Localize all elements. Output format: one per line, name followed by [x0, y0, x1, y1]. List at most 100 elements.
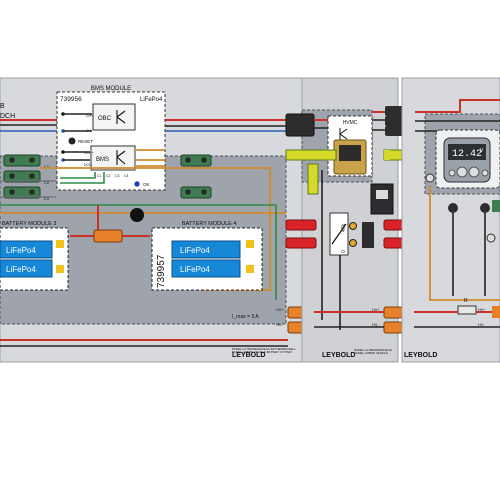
connector-socket	[9, 173, 15, 179]
red-connector[interactable]	[285, 237, 317, 249]
meter-display	[448, 144, 486, 160]
jack[interactable]	[486, 233, 496, 243]
partial-label-dch: DCH	[0, 113, 15, 120]
connector-label: C3	[44, 196, 50, 201]
pin-label: C2	[106, 174, 111, 178]
hvmc-transistor-icon	[339, 128, 348, 140]
pin-label: C4	[124, 174, 129, 178]
obc-transistor-icon	[116, 110, 126, 124]
middle-panel: HVMC 47k 0 HV+ HV- LEYBOLD	[285, 77, 423, 363]
hv-connector[interactable]	[492, 306, 500, 318]
meter-button[interactable]	[468, 166, 480, 178]
mid-wire-red	[314, 111, 385, 121]
cell-label: LiFePo4	[6, 246, 36, 255]
right-wire-orange	[429, 186, 500, 301]
meter-button[interactable]	[456, 166, 468, 178]
connector-label: C2	[44, 180, 50, 185]
hv-plus-label: HV+	[372, 308, 380, 312]
cell-label: LiFePo4	[6, 265, 36, 274]
cell-label: LiFePo4	[180, 246, 210, 255]
hv-minus-label: HV-	[372, 323, 379, 327]
ground-bar	[307, 163, 319, 195]
socket-yellow[interactable]	[349, 222, 357, 230]
red-connector[interactable]	[285, 219, 317, 231]
cell-connectors-right	[180, 154, 212, 199]
bms-module: BMS MODULE 739956 LiFePo4 OBC BMS RESET …	[56, 86, 166, 191]
cell	[0, 259, 53, 278]
bms-sense-wires	[136, 149, 165, 167]
ground-bar-stub	[384, 150, 390, 160]
sense-wire-green	[0, 204, 277, 300]
green-connector[interactable]	[492, 200, 500, 212]
pin-label: DCH+	[84, 151, 94, 155]
bms-chemistry: LiFePo4	[140, 97, 163, 103]
resistor-label: R	[464, 298, 468, 304]
bms-transistor-icon	[116, 150, 126, 165]
partial-label-b: B	[0, 103, 5, 110]
hvmc-module: HVMC	[327, 115, 373, 177]
battery-module-4-title: BATTERY MODULE 4	[182, 221, 236, 227]
cell-label: LiFePo4	[180, 265, 210, 274]
black-connector[interactable]	[362, 222, 374, 248]
bms-part-number: 739956	[60, 96, 82, 103]
pin-label: CH+	[86, 114, 93, 118]
obc-block	[92, 103, 136, 131]
black-connector[interactable]	[285, 113, 315, 137]
reset-button[interactable]	[68, 137, 76, 145]
ok-label: OK	[143, 182, 150, 187]
jack[interactable]	[425, 173, 435, 183]
right-panel: 12.42 V R HV+ HV- LEYBOLD	[384, 77, 500, 363]
model-text: MODELL HYBRIDFAHRZEUG	[354, 348, 392, 352]
hv-plus-label: HV+	[478, 308, 486, 312]
warning-icon	[56, 240, 64, 248]
connector-socket	[201, 189, 207, 195]
pin-label: DCH-	[84, 163, 94, 167]
battery-module-3-title: BATTERY MODULE 3	[2, 221, 56, 227]
hvmc-label: HVMC	[343, 120, 358, 126]
main-switch[interactable]	[130, 208, 144, 222]
fuse-rating-label: I_max = 3 A	[232, 314, 259, 320]
brand-logo: LEYBOLD	[404, 352, 437, 359]
terminal-post[interactable]	[448, 203, 458, 213]
ground-bar	[285, 149, 337, 161]
warning-icon	[246, 240, 254, 248]
meter-button[interactable]	[448, 169, 456, 177]
cell	[171, 259, 241, 278]
resistor-symbol-icon	[331, 223, 347, 245]
cell	[171, 240, 241, 259]
right-wire-red	[415, 99, 500, 113]
connector-socket	[29, 189, 35, 195]
hv-minus-label: HV-	[276, 323, 283, 327]
cell	[0, 240, 53, 259]
meter-display-value: 12.42	[452, 149, 482, 160]
resistor-label: 0	[341, 250, 347, 253]
ok-led	[133, 180, 141, 188]
left-panel: B DCH BMS MODULE 739956 LiFePo4 OBC BMS …	[0, 77, 315, 363]
model-text: MODEL HYBRID VEHICLE BATTERY SYSTEM	[232, 350, 292, 354]
resistor	[457, 305, 477, 315]
warning-icon	[56, 265, 64, 273]
bms-cell-wires	[60, 172, 105, 184]
bms-module-title: BMS MODULE	[91, 86, 131, 92]
mid-wire-vertical	[321, 170, 341, 330]
brand-logo: LEYBOLD	[322, 352, 355, 359]
connector-socket	[9, 189, 15, 195]
connector-socket	[29, 173, 35, 179]
right-wire-vertical	[452, 213, 486, 296]
terminal-post[interactable]	[480, 203, 490, 213]
connector-socket	[9, 157, 15, 163]
model-text: MODELL HYBRIDFAHRZEUG BATTERIEMODELL	[232, 347, 296, 351]
pin-label: C1	[97, 174, 102, 178]
hv-minus-label: HV-	[478, 323, 485, 327]
connector-socket	[185, 189, 191, 195]
voltmeter: 12.42 V	[435, 129, 500, 189]
connector-socket	[201, 157, 207, 163]
brand-logo: LEYBOLD	[232, 352, 265, 359]
mid-wire-black	[314, 119, 385, 131]
usb-icon	[376, 190, 388, 199]
pin-label: C3	[115, 174, 120, 178]
sense-wire-gray	[0, 180, 56, 198]
bms-internal-wires	[63, 113, 92, 161]
socket-yellow[interactable]	[349, 239, 357, 247]
meter-button[interactable]	[481, 169, 489, 177]
